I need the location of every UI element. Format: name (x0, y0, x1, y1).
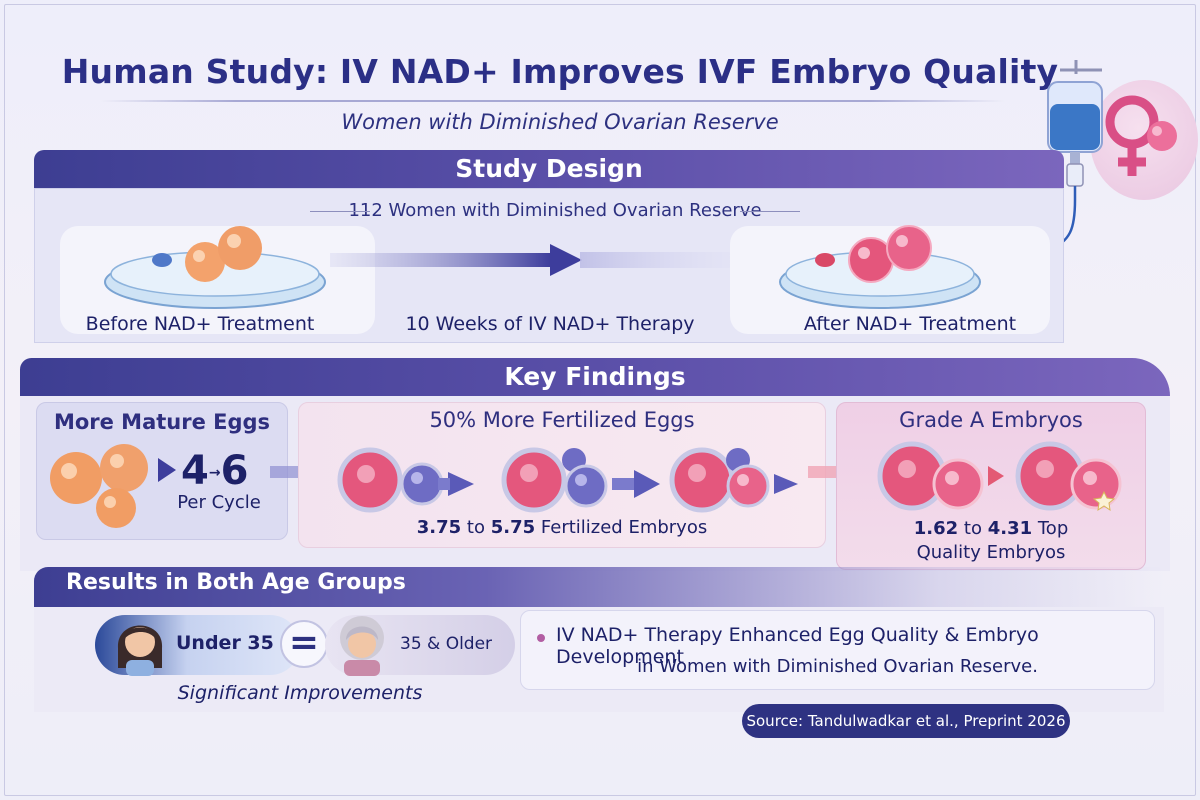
grade-caption-a: Top (1037, 518, 1069, 539)
female-symbol-badge (1090, 80, 1198, 200)
fertilized-eggs-heading: 50% More Fertilized Eggs (429, 408, 695, 432)
star-icon (1092, 490, 1116, 512)
bullet-icon (537, 634, 545, 642)
therapy-arrow-icon (330, 244, 582, 276)
fertilized-range-label: 3.75 to 5.75 Fertilized Embryos (298, 517, 826, 538)
under-35-label: Under 35 (176, 632, 274, 654)
fertilized-caption: Fertilized Embryos (540, 517, 708, 538)
mature-eggs-arrow: → (208, 465, 221, 481)
grade-caption-b: Quality Embryos (916, 542, 1066, 563)
conclusion-box (520, 610, 1155, 690)
grade-from: 1.62 (913, 518, 959, 539)
therapy-fade-bar (580, 252, 730, 268)
after-treatment-label: After NAD+ Treatment (803, 313, 1017, 335)
mature-eggs-value: 4→6 (181, 448, 248, 494)
fertilized-connector: to (466, 517, 485, 538)
results-heading: Results in Both Age Groups (66, 570, 406, 595)
key-findings-header: Key Findings (20, 358, 1170, 396)
mature-eggs-to: 6 (220, 448, 249, 494)
over-35-label: 35 & Older (400, 634, 493, 654)
grade-a-heading: Grade A Embryos (899, 408, 1083, 432)
young-woman-avatar-icon (117, 625, 163, 676)
fertilization-sequence-icon (337, 447, 798, 513)
source-citation: Source: Tandulwadkar et al., Preprint 20… (742, 704, 1070, 738)
fertilized-to: 5.75 (490, 517, 536, 538)
results-header-band (34, 567, 1164, 607)
mature-eggs-from: 4 (181, 448, 209, 494)
title-divider (100, 100, 1005, 102)
page-title: Human Study: IV NAD+ Improves IVF Embryo… (61, 52, 1059, 91)
petri-dish-after-icon (779, 225, 981, 309)
conclusion-line-2: in Women with Diminished Ovarian Reserve… (637, 656, 1038, 677)
participants-label: 112 Women with Diminished Ovarian Reserv… (310, 200, 800, 221)
grade-to: 4.31 (987, 518, 1033, 539)
play-arrow-icon (158, 458, 176, 482)
conclusion-line-1: IV NAD+ Therapy Enhanced Egg Quality & E… (556, 624, 1039, 668)
study-design-header: Study Design (34, 150, 1064, 188)
page-frame (4, 4, 1196, 796)
page-subtitle: Women with Diminished Ovarian Reserve (341, 110, 779, 134)
fertilized-from: 3.75 (416, 517, 462, 538)
per-cycle-label: Per Cycle (177, 492, 261, 513)
therapy-duration-label: 10 Weeks of IV NAD+ Therapy (405, 313, 695, 335)
mature-eggs-icon (50, 444, 148, 528)
female-symbol-icon (1105, 95, 1177, 176)
grade-a-range-label: 1.62 to 4.31 Top Quality Embryos (836, 517, 1146, 565)
mature-eggs-heading: More Mature Eggs (53, 410, 271, 434)
older-woman-avatar-icon (340, 616, 384, 676)
before-treatment-label: Before NAD+ Treatment (85, 313, 315, 335)
grade-a-embryos-icon (877, 441, 1122, 512)
petri-dish-before-icon (104, 226, 326, 309)
equals-icon: = (280, 620, 328, 668)
grade-connector: to (963, 518, 982, 539)
significant-improvements-label: Significant Improvements (177, 682, 423, 704)
